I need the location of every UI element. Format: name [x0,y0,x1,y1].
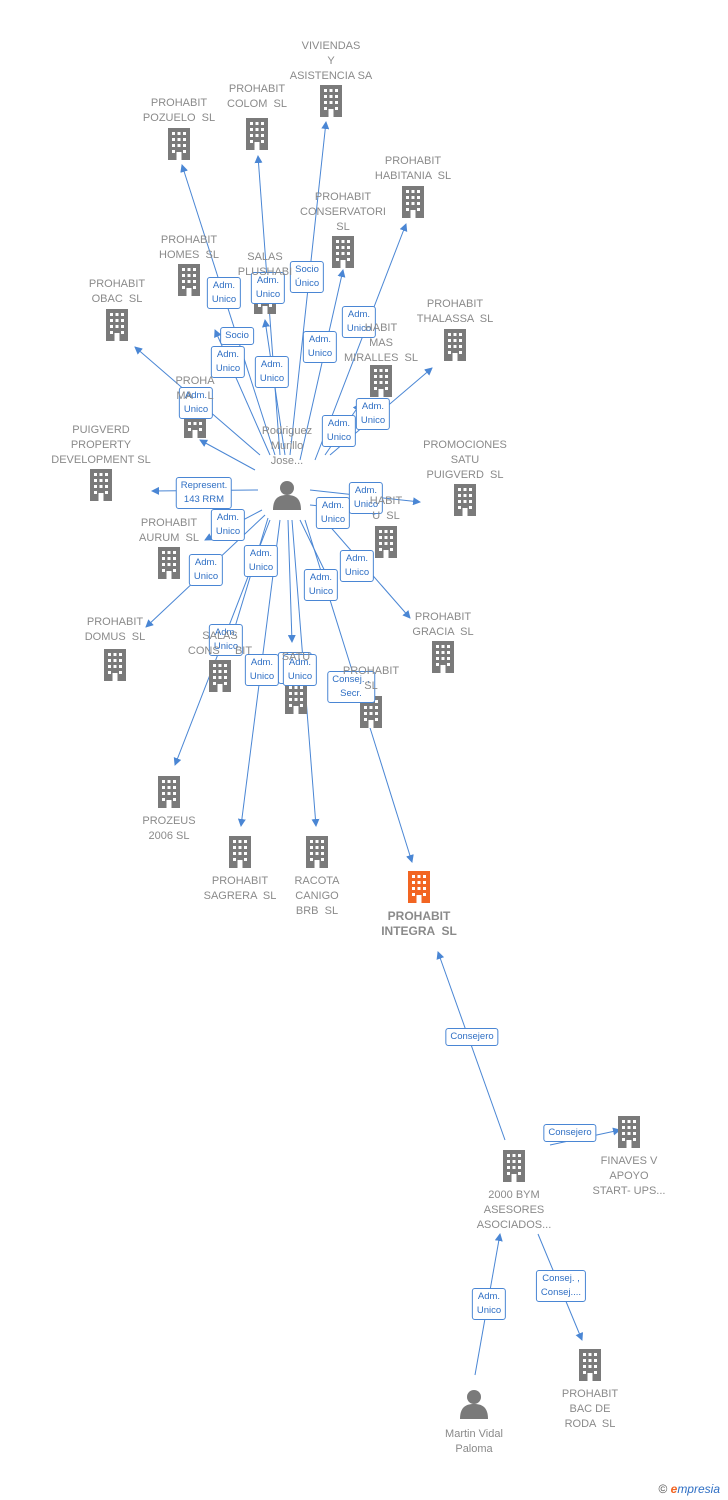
node-label-prozeus[interactable]: PROZEUS 2006 SL [142,815,196,842]
node-label-colom[interactable]: PROHABIT COLOM SL [227,83,287,110]
edge-label-rodriguez-ma[interactable]: Adm. Unico [178,387,214,419]
edge-label-rodriguez-prohabitx[interactable]: Adm. Unico [303,569,339,601]
edge-label-bym-bacderoda[interactable]: Consej. , Consej.... [535,1270,587,1302]
brand-e: e [670,1482,678,1496]
building-icon-habitu[interactable] [375,526,397,558]
edge-rodriguez-satu [287,519,296,643]
node-label-ma[interactable]: PROHA MA L [175,375,215,402]
node-label-gracia[interactable]: PROHABIT GRACIA SL [412,611,474,638]
edge-label-rodriguez-conservatori[interactable]: Adm. Unico [302,331,338,363]
building-icon-finaves[interactable] [618,1116,640,1148]
edge-label-rodriguez-domus[interactable]: Adm. Unico [188,554,224,586]
building-icon-promociones[interactable] [454,484,476,516]
node-label-satu[interactable]: SATU [281,651,311,663]
node-label-thalassa[interactable]: PROHABIT THALASSA SL [416,298,494,325]
person-icon-rodriguez[interactable] [273,481,301,510]
node-label-salascons[interactable]: SALAS CONS BIT [187,630,253,657]
edge-label-rodriguez-habitu[interactable]: Adm. Unico [315,497,351,529]
edge-label-rodriguez-prozeus[interactable]: Adm. Unico [243,545,279,577]
edge-label-rodriguez-racota[interactable]: Adm. Unico [282,654,318,686]
node-label-conservatori[interactable]: PROHABIT CONSERVATORI SL [300,191,386,233]
building-icon-conservatori[interactable] [332,236,354,268]
building-icon-viviendas[interactable] [320,85,342,117]
building-icon-obac[interactable] [106,309,128,341]
node-label-aurum[interactable]: PROHABIT AURUM SL [139,517,199,544]
building-icon-pozuelo[interactable] [168,128,190,160]
node-label-integra[interactable]: PROHABIT INTEGRA SL [381,909,457,938]
node-label-sagrera[interactable]: PROHABIT SAGRERA SL [203,875,277,902]
node-label-viviendas[interactable]: VIVIENDAS Y ASISTENCIA SA [289,40,373,82]
building-icon-aurum[interactable] [158,547,180,579]
edge-label-rodriguez-homes[interactable]: Socio [220,327,254,345]
node-label-rodriguez[interactable]: Rodriguez Murillo Jose... [261,425,313,467]
building-icon-colom[interactable] [246,118,268,150]
building-icon-prozeus[interactable] [158,776,180,808]
edge-label-rodriguez-promociones[interactable]: Adm. Unico [348,482,384,514]
node-label-promociones[interactable]: PROMOCIONES SATU PUIGVERD SL [423,439,507,481]
node-label-bacderoda[interactable]: PROHABIT BAC DE RODA SL [561,1388,619,1430]
node-label-racota[interactable]: RACOTA CANIGO BRB SL [294,875,340,917]
building-icon-satu[interactable] [285,682,307,714]
edge-label-rodriguez-pozuelo[interactable]: Adm. Unico [206,277,242,309]
edge-label-rodriguez-puigverd[interactable]: Represent. 143 RRM [175,477,233,509]
building-icon-bym[interactable] [503,1150,525,1182]
node-label-homes[interactable]: PROHABIT HOMES SL [159,234,219,261]
edge-label-bym-finaves[interactable]: Consejero [543,1124,597,1142]
edge-label-rodriguez-gracia[interactable]: Adm. Unico [339,550,375,582]
node-label-martin[interactable]: Martin Vidal Paloma [445,1428,503,1455]
node-label-domus[interactable]: PROHABIT DOMUS SL [84,616,146,643]
building-icon-thalassa[interactable] [444,329,466,361]
node-label-salasplus[interactable]: SALAS PLUSHABI [237,251,293,278]
node-label-puigverd[interactable]: PUIGVERD PROPERTY DEVELOPMENT SL [51,424,151,466]
edge-bym-integra [436,951,506,1141]
building-icon-sagrera[interactable] [229,836,251,868]
node-label-pozuelo[interactable]: PROHABIT POZUELO SL [142,97,216,124]
edge-rodriguez-conservatori [299,269,346,461]
node-label-miralles[interactable]: HABIT MAS MIRALLES SL [344,322,418,364]
copyright-symbol: © [658,1482,668,1496]
edge-label-rodriguez-salascons[interactable]: Adm. Unico [208,624,244,656]
edge-label-rodriguez-thalassa[interactable]: Adm. Unico [355,398,391,430]
node-label-bym[interactable]: 2000 BYM ASESORES ASOCIADOS... [476,1189,552,1231]
edge-label-rodriguez-viviendas[interactable]: Socio Único [289,261,325,293]
building-icon-racota[interactable] [306,836,328,868]
building-icon-homes[interactable] [178,264,200,296]
edge-label-rodriguez-salasplus[interactable]: Adm. Unico [254,356,290,388]
edge-label-bym-integra[interactable]: Consejero [445,1028,499,1046]
building-icon-integra[interactable] [408,871,430,903]
building-icon-habitania[interactable] [402,186,424,218]
edge-rodriguez-ma [199,439,256,471]
edge-label-rodriguez-miralles[interactable]: Adm. Unico [321,415,357,447]
building-icon-domus[interactable] [104,649,126,681]
node-label-finaves[interactable]: FINAVES V APOYO START- UPS... [592,1155,666,1197]
edge-label-rodriguez-colom[interactable]: Adm. Unico [250,272,286,304]
building-icon-salascons[interactable] [209,660,231,692]
person-icon-martin[interactable] [460,1390,488,1419]
building-icon-puigverd[interactable] [90,469,112,501]
node-label-prohabitx[interactable]: PROHABIT SL [342,665,400,692]
edge-label-rodriguez-obac[interactable]: Adm. Unico [210,346,246,378]
brand-name: mpresia [677,1482,720,1496]
node-label-habitu[interactable]: HABIT U SL [369,495,403,522]
node-label-obac[interactable]: PROHABIT OBAC SL [88,278,146,305]
building-icon-bacderoda[interactable] [579,1349,601,1381]
edge-label-rodriguez-sagrera[interactable]: Adm. Unico [244,654,280,686]
edge-label-martin-bym[interactable]: Adm. Unico [471,1288,507,1320]
edge-label-rodriguez-aurum[interactable]: Adm. Unico [210,509,246,541]
building-icon-miralles[interactable] [370,365,392,397]
building-icon-gracia[interactable] [432,641,454,673]
empresia-logo: © empresia [658,1482,720,1496]
edge-label-rodriguez-integra[interactable]: Consej. , Secr. [327,671,375,703]
edge-rodriguez-pozuelo [180,164,276,456]
edge-label-rodriguez-habitania[interactable]: Adm. Unico [341,306,377,338]
node-label-habitania[interactable]: PROHABIT HABITANIA SL [374,155,452,182]
